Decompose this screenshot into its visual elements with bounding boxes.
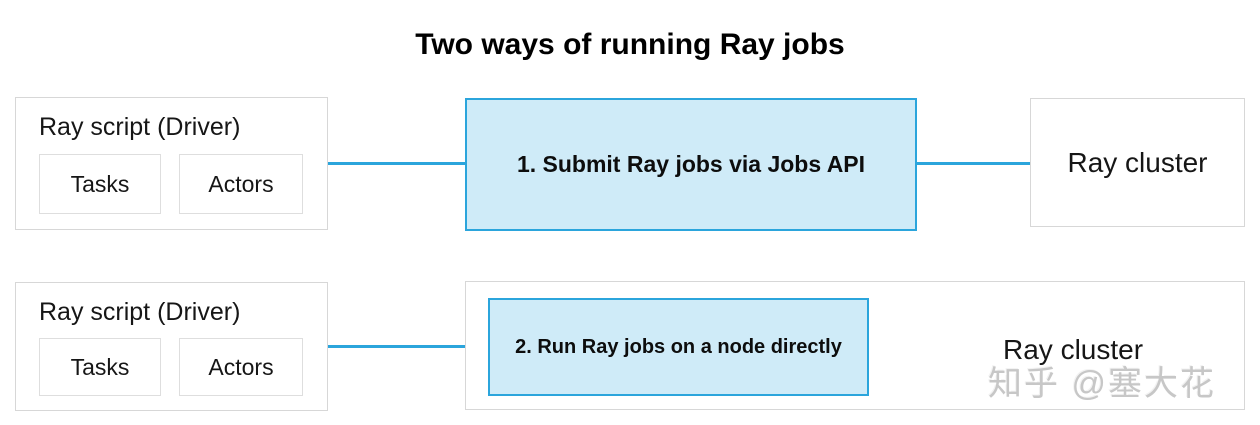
diagram-title: Two ways of running Ray jobs <box>415 28 845 61</box>
tasks-box-1: Tasks <box>39 154 161 214</box>
driver-box-1-label: Ray script (Driver) <box>39 113 241 141</box>
method-box-1: 1. Submit Ray jobs via Jobs API <box>465 98 917 231</box>
connector-method1-to-cluster1 <box>917 162 1030 165</box>
actors-box-1: Actors <box>179 154 303 214</box>
connector-driver1-to-method1 <box>328 162 465 165</box>
ray-cluster-box-1: Ray cluster <box>1030 98 1245 227</box>
actors-box-2: Actors <box>179 338 303 396</box>
zhihu-watermark: 知乎 @塞大花 <box>988 365 1216 403</box>
connector-driver2-to-method2 <box>328 345 490 348</box>
method-box-2: 2. Run Ray jobs on a node directly <box>488 298 869 396</box>
tasks-box-2: Tasks <box>39 338 161 396</box>
driver-box-2-label: Ray script (Driver) <box>39 298 241 326</box>
driver-box-2: Ray script (Driver) Tasks Actors <box>15 282 328 411</box>
driver-box-1: Ray script (Driver) Tasks Actors <box>15 97 328 230</box>
ray-cluster-box-2-label: Ray cluster <box>1003 334 1144 365</box>
